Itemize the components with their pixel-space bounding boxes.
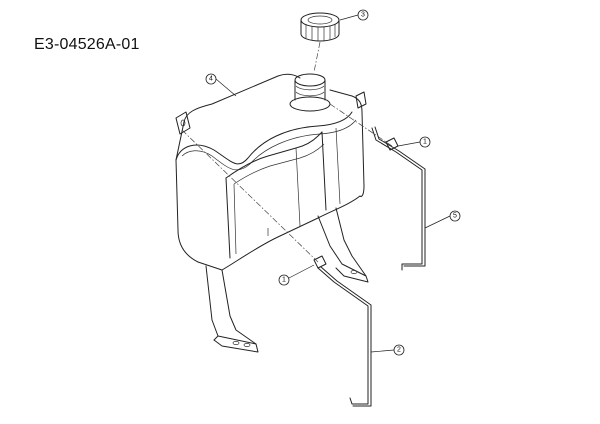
- fuel-line-lower: [317, 266, 372, 407]
- callout-3-number: 3: [361, 12, 365, 19]
- drawing-id: E3-04526A-01: [34, 36, 140, 53]
- callout-1-lower-number: 1: [282, 277, 286, 284]
- assembly-centre-lines: [181, 41, 393, 263]
- callout-2: 2: [370, 344, 405, 356]
- fuel-line-upper: [371, 126, 426, 271]
- right-bracket: [317, 207, 369, 283]
- left-bracket: [205, 265, 259, 353]
- callout-1-upper: 1: [397, 136, 431, 148]
- callout-2-number: 2: [397, 347, 401, 354]
- callout-1-lower: 1: [278, 264, 315, 286]
- filler-neck: [289, 73, 331, 112]
- callout-1-upper-number: 1: [423, 139, 427, 146]
- callout-4: 4: [205, 73, 237, 97]
- callout-3: 3: [339, 9, 369, 21]
- callout-4-number: 4: [209, 76, 213, 83]
- fuel-cap: [300, 12, 340, 42]
- fuel-line-fittings: [267, 137, 399, 269]
- fuel-tank: [175, 73, 367, 271]
- callout-5-number: 5: [453, 213, 457, 220]
- callout-5: 5: [424, 210, 461, 229]
